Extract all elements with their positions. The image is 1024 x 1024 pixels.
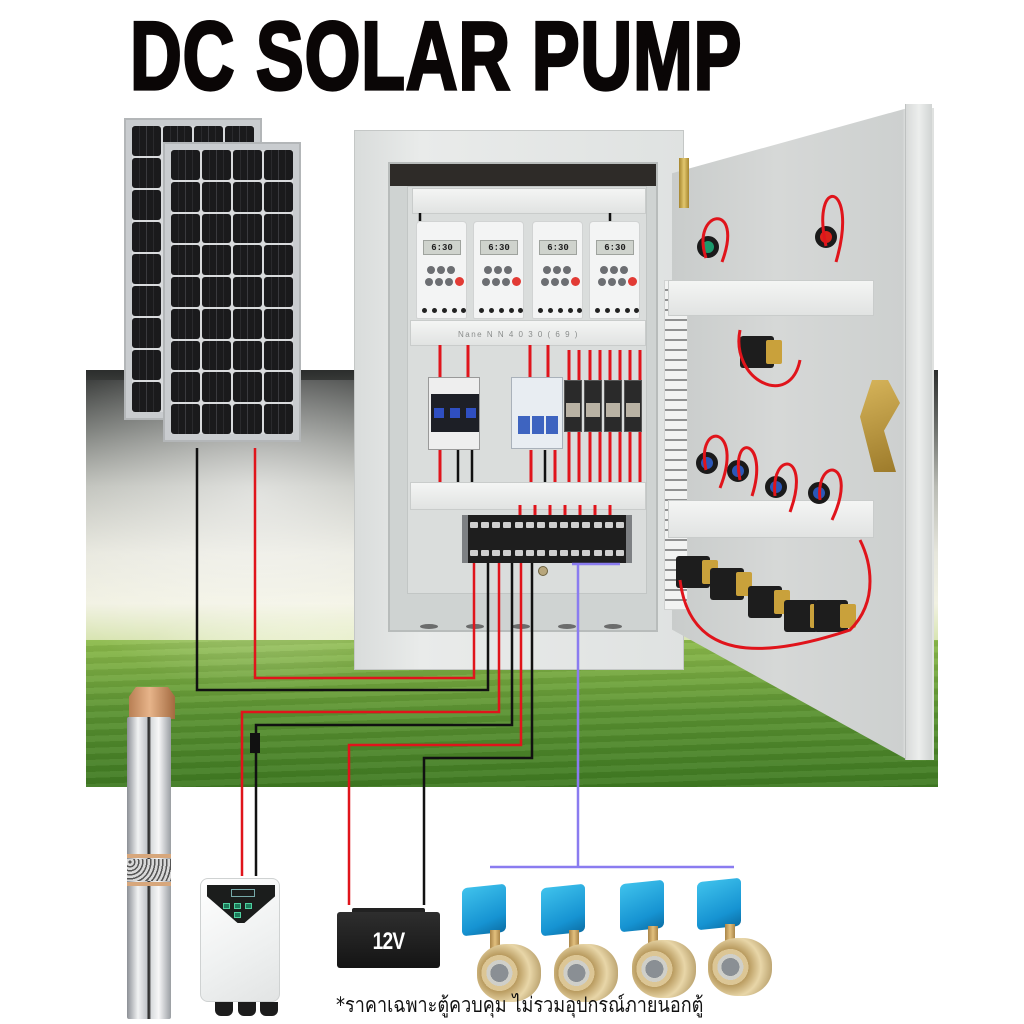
pump-outlet-fitting xyxy=(129,687,175,719)
valve-actuator-icon xyxy=(697,877,741,931)
battery-terminals xyxy=(352,908,425,914)
relay-4 xyxy=(624,380,642,432)
valve-stem xyxy=(569,930,579,950)
battery-12v xyxy=(337,912,440,968)
valve-stem xyxy=(648,926,658,946)
wire-duct-top xyxy=(412,188,646,214)
selector-switch xyxy=(748,586,790,618)
wire-duct-middle xyxy=(410,320,646,346)
door-wire-duct-top xyxy=(668,280,874,316)
timer-button xyxy=(425,278,433,286)
wire-duct-lower xyxy=(410,482,646,510)
indicator-light-blue xyxy=(765,476,787,498)
cable-gland xyxy=(215,1002,233,1016)
duct-label: Nane N N 4 0 3 0 ( 6 9 ) xyxy=(458,330,579,339)
timer-reset-button xyxy=(512,277,521,286)
cabinet-door[interactable] xyxy=(672,108,934,760)
timer-button xyxy=(435,278,443,286)
timer-display: 6:30 xyxy=(596,240,634,255)
pump-intake-mesh xyxy=(127,859,171,881)
pump-band xyxy=(127,882,171,886)
price-disclaimer: *ราคาเฉพาะตู้ควบคุม ไม่รวมอุปกรณ์ภายนอกต… xyxy=(336,993,704,1017)
controller-display xyxy=(231,889,255,897)
ball-valve-body xyxy=(477,944,541,1002)
pump-controller xyxy=(200,878,280,1002)
digital-timer-1: 6:30 xyxy=(416,221,467,319)
selector-switch xyxy=(814,600,856,632)
indicator-light-blue xyxy=(727,460,749,482)
indicator-light-blue xyxy=(696,452,718,474)
solar-cells xyxy=(171,150,293,434)
timer-button xyxy=(445,278,453,286)
timer-display: 6:30 xyxy=(480,240,518,255)
door-wire-duct-middle xyxy=(668,500,874,538)
timer-reset-button xyxy=(571,277,580,286)
indicator-light-blue xyxy=(808,482,830,504)
cable-entry-hole xyxy=(604,624,622,629)
cable-entry-hole xyxy=(420,624,438,629)
selector-switch xyxy=(784,600,826,632)
pump-band xyxy=(127,854,171,858)
valve-actuator-icon xyxy=(462,883,506,937)
ball-valve-body xyxy=(708,938,772,996)
door-hinge xyxy=(679,158,689,208)
timer-reset-button xyxy=(628,277,637,286)
cabinet-shadow xyxy=(390,164,656,186)
cable-entry-hole xyxy=(466,624,484,629)
battery-label: 12V xyxy=(372,928,406,955)
solar-panel-front xyxy=(163,142,301,442)
controller-key xyxy=(223,903,230,909)
valve-stem xyxy=(725,924,735,944)
controller-key xyxy=(234,912,241,918)
indicator-light-red xyxy=(815,226,837,248)
indicator-light-green xyxy=(697,236,719,258)
ball-valve-body xyxy=(632,940,696,998)
valve-stem xyxy=(490,930,500,950)
door-edge xyxy=(905,104,932,760)
digital-timer-4: 6:30 xyxy=(589,221,640,319)
cable-entry-hole xyxy=(512,624,530,629)
relay-2 xyxy=(584,380,602,432)
timer-button xyxy=(437,266,445,274)
digital-timer-2: 6:30 xyxy=(473,221,524,319)
timer-button xyxy=(447,266,455,274)
valve-actuator-icon xyxy=(620,879,664,933)
ball-valve-body xyxy=(554,944,618,1002)
timer-display: 6:30 xyxy=(423,240,461,255)
ground-bolt xyxy=(538,566,548,576)
controller-key xyxy=(245,903,252,909)
selector-switch xyxy=(740,336,782,368)
circuit-breaker xyxy=(511,377,563,449)
page-title: DC SOLAR PUMP xyxy=(129,2,743,111)
cable-entry-hole xyxy=(558,624,576,629)
cable-gland xyxy=(260,1002,278,1016)
timer-display: 6:30 xyxy=(539,240,577,255)
timer-button xyxy=(427,266,435,274)
contactor xyxy=(428,377,480,450)
selector-switch xyxy=(710,568,752,600)
timer-reset-button xyxy=(455,277,464,286)
terminal-block xyxy=(462,515,632,563)
controller-key xyxy=(234,903,241,909)
relay-3 xyxy=(604,380,622,432)
selector-switch xyxy=(676,556,718,588)
relay-1 xyxy=(564,380,582,432)
valve-actuator-icon xyxy=(541,883,585,937)
digital-timer-3: 6:30 xyxy=(532,221,583,319)
cable-gland xyxy=(238,1002,256,1016)
